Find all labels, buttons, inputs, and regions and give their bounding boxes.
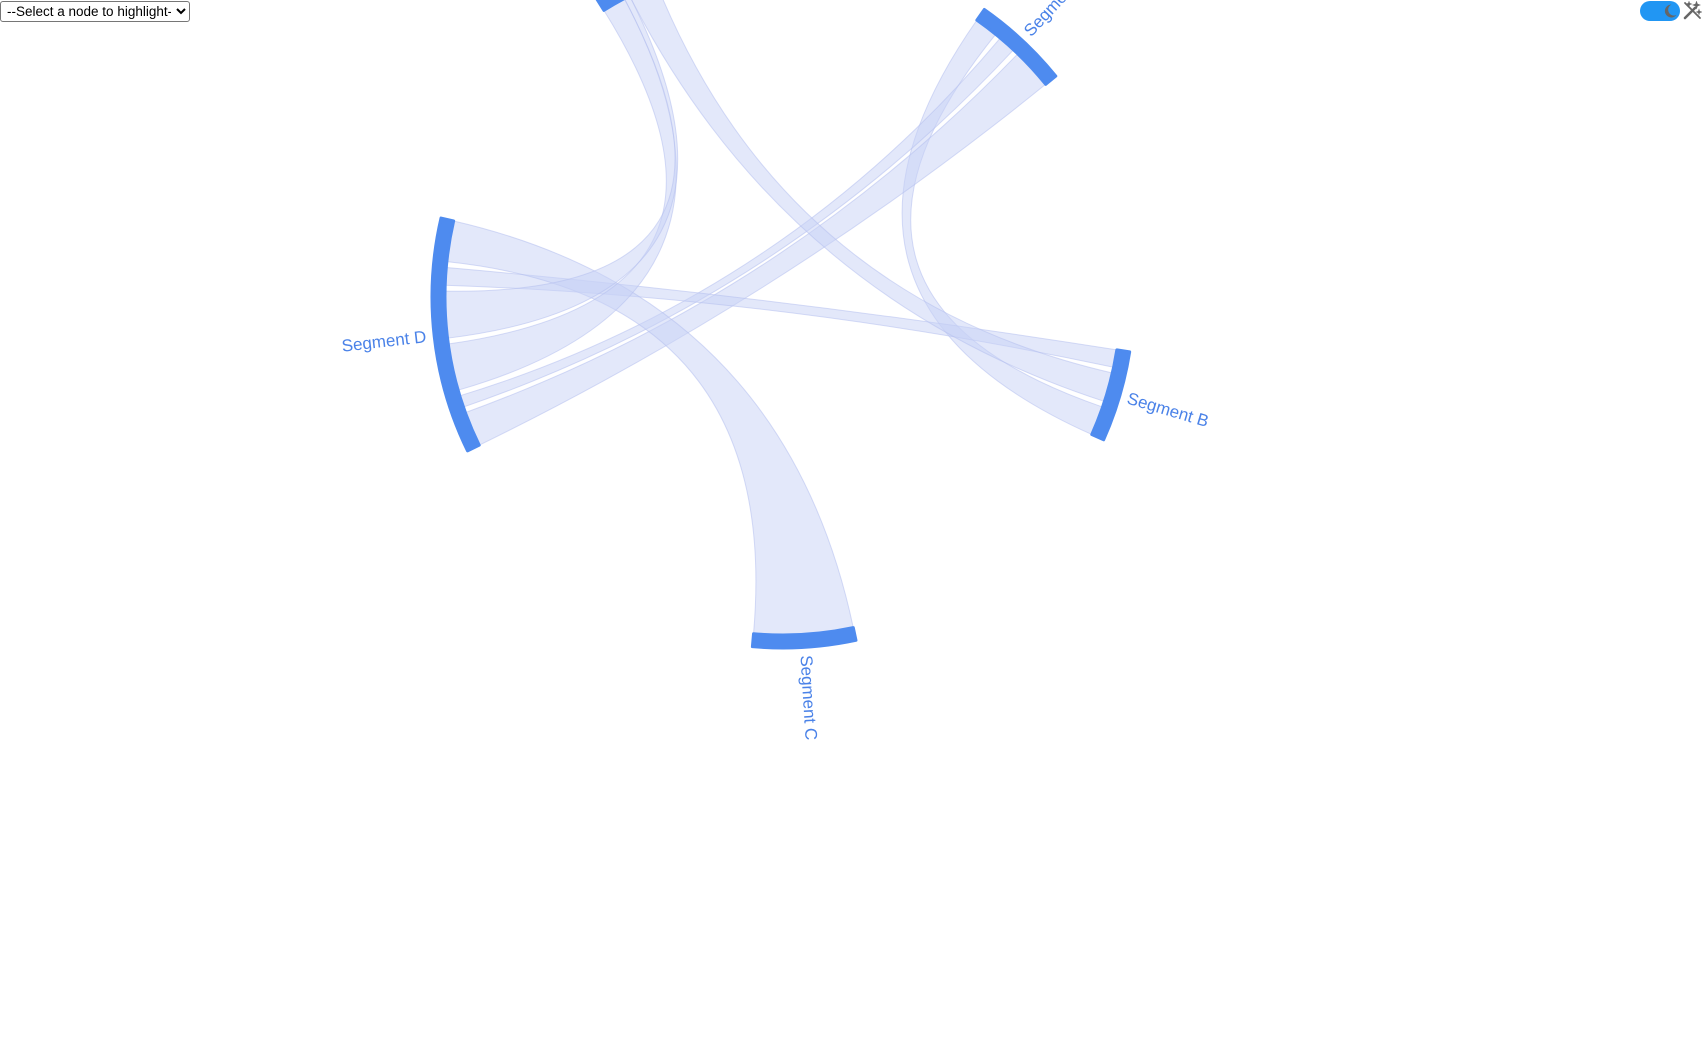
node-arc-e[interactable] <box>595 0 656 12</box>
moon-icon <box>1664 4 1677 18</box>
node-arc-a[interactable] <box>975 7 1058 86</box>
ribbon-a-d[interactable] <box>464 53 1047 446</box>
node-arc-b[interactable] <box>1090 348 1132 442</box>
ribbon-group <box>444 0 1118 636</box>
ribbon-b-e[interactable] <box>630 0 1113 403</box>
node-highlight-select[interactable]: --Select a node to highlight-- <box>0 1 190 22</box>
node-arc-c[interactable] <box>750 626 858 650</box>
node-label-a: Segment A <box>1020 0 1091 40</box>
magic-wand-off-icon[interactable] <box>1683 1 1702 20</box>
node-label-c: Segment C <box>796 655 820 741</box>
node-label-b: Segment B <box>1125 389 1211 431</box>
node-arc-d[interactable] <box>430 216 481 453</box>
theme-toggle-switch[interactable] <box>1640 1 1680 21</box>
ribbon-d-e[interactable] <box>444 0 679 339</box>
top-right-toolbar <box>1638 0 1704 22</box>
node-label-d: Segment D <box>341 327 428 356</box>
node-arc-group <box>430 0 1132 650</box>
